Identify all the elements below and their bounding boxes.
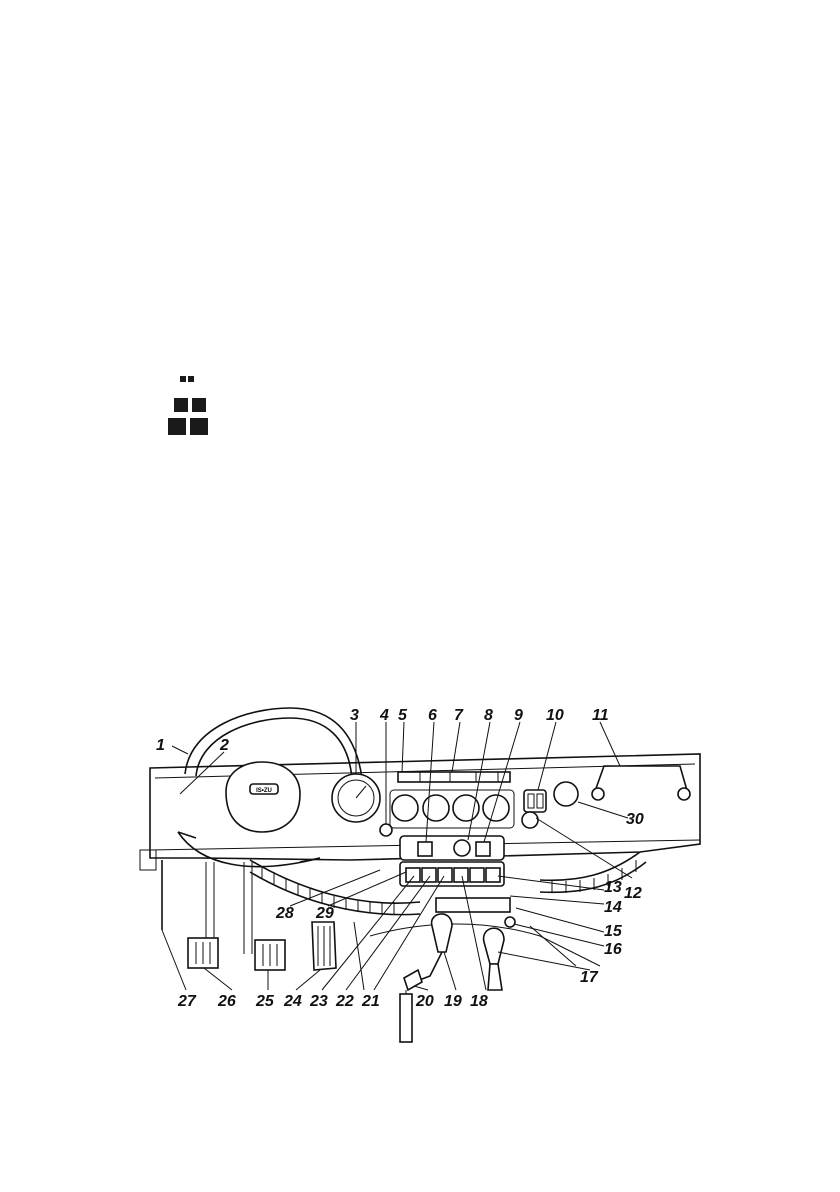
cigarette-lighter	[454, 840, 470, 856]
callout-2: 2	[219, 737, 229, 754]
callout-17: 17	[580, 969, 599, 986]
callout-18: 18	[470, 993, 488, 1010]
callout-22: 22	[335, 993, 354, 1010]
callout-25: 25	[255, 993, 275, 1010]
callout-30: 30	[626, 811, 644, 828]
squares-icon	[168, 376, 212, 436]
right-panel	[522, 766, 690, 828]
parking-brake	[400, 990, 412, 1042]
airbag-hub: IS•ZU	[226, 762, 300, 832]
hazard-switch	[418, 842, 432, 856]
callout-7: 7	[454, 707, 464, 724]
callout-12: 12	[624, 885, 642, 902]
callout-15: 15	[604, 923, 623, 940]
callout-6: 6	[428, 707, 437, 724]
floor-tunnel	[354, 922, 600, 990]
medium-square	[174, 398, 188, 412]
medium-square	[192, 398, 206, 412]
callout-16: 16	[604, 941, 622, 958]
center-console	[400, 836, 515, 927]
callout-29: 29	[315, 905, 334, 922]
small-square	[180, 376, 186, 382]
callout-8: 8	[484, 707, 493, 724]
callout-3: 3	[350, 707, 359, 724]
callout-28: 28	[275, 905, 294, 922]
callout-23: 23	[309, 993, 328, 1010]
hub-badge: IS•ZU	[256, 788, 272, 794]
tachometer	[332, 774, 380, 822]
small-square	[188, 376, 194, 382]
warning-light-strip	[398, 772, 510, 782]
gauge	[483, 795, 509, 821]
callout-20: 20	[415, 993, 434, 1010]
callout-10: 10	[546, 707, 564, 724]
callout-11: 11	[592, 707, 609, 724]
callout-24: 24	[283, 993, 302, 1010]
callout-5: 5	[398, 707, 408, 724]
dashboard-diagram: IS•ZU	[0, 690, 840, 1090]
large-square	[168, 418, 186, 435]
gauge	[423, 795, 449, 821]
callout-26: 26	[217, 993, 236, 1010]
callout-19: 19	[444, 993, 462, 1010]
heater-switch	[476, 842, 490, 856]
callout-4: 4	[379, 707, 389, 724]
radio-slot	[436, 898, 510, 912]
callout-21: 21	[361, 993, 380, 1010]
gauge-cluster	[390, 790, 514, 828]
callout-27: 27	[177, 993, 197, 1010]
transfer-lever	[484, 928, 504, 990]
callout-9: 9	[514, 707, 523, 724]
callout-14: 14	[604, 899, 622, 916]
callout-1: 1	[156, 737, 165, 754]
gauge	[392, 795, 418, 821]
large-square	[190, 418, 208, 435]
gauge	[453, 795, 479, 821]
callout-13: 13	[604, 879, 622, 896]
